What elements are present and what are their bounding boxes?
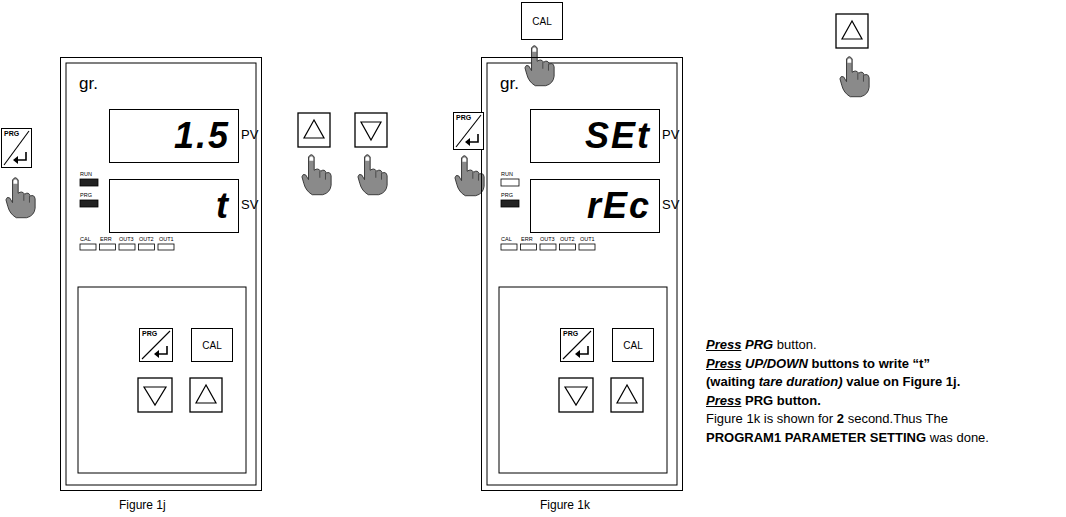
seven-segment-display: rEc bbox=[530, 179, 660, 233]
instruction-phrase: buttons to write “t” bbox=[812, 356, 930, 371]
up-button bbox=[611, 378, 643, 412]
led-label: RUN bbox=[501, 172, 513, 178]
prg-button: PRG bbox=[453, 112, 484, 150]
prg-button: PRG bbox=[1, 128, 32, 168]
cal-button: CAL bbox=[612, 328, 654, 362]
display-value: 1.5 bbox=[174, 116, 230, 156]
pointing-hand bbox=[525, 46, 554, 86]
seven-segment-display: SEt bbox=[530, 109, 660, 163]
button-label: PRG bbox=[456, 114, 471, 122]
led-label: OUT2 bbox=[560, 237, 575, 243]
up-button bbox=[298, 113, 330, 147]
panel-frame bbox=[66, 63, 256, 485]
led-label: PRG bbox=[80, 193, 92, 199]
display-tag: SV bbox=[241, 198, 258, 211]
pointing-hand bbox=[302, 155, 331, 195]
led-label: PRG bbox=[501, 193, 513, 199]
instruction-phrase: was done. bbox=[930, 430, 989, 445]
led-label: CAL bbox=[501, 237, 512, 243]
display-tag: PV bbox=[241, 128, 258, 141]
cal-button: CAL bbox=[521, 2, 563, 40]
down-button bbox=[355, 113, 387, 147]
panel-frame bbox=[487, 63, 677, 485]
prg-button: PRG bbox=[139, 328, 173, 362]
figure-caption: Figure 1k bbox=[540, 499, 590, 511]
display-tag: SV bbox=[662, 198, 679, 211]
figure-caption: Figure 1j bbox=[119, 499, 166, 511]
instruction-phrase: (waiting bbox=[706, 374, 755, 389]
button-label: PRG bbox=[142, 330, 157, 338]
display-value: rEc bbox=[587, 186, 651, 226]
button-label: PRG bbox=[4, 130, 19, 138]
instruction-phrase: button. bbox=[777, 337, 817, 352]
down-button bbox=[559, 378, 593, 412]
cal-button: CAL bbox=[191, 328, 233, 362]
unit-label: gr. bbox=[500, 74, 519, 94]
up-button bbox=[836, 14, 868, 48]
led-label: OUT3 bbox=[119, 237, 134, 243]
unit-label: gr. bbox=[79, 74, 98, 94]
instruction-phrase: Figure 1k is shown for bbox=[706, 411, 833, 426]
instruction-phrase: Press bbox=[706, 356, 741, 371]
display-value: SEt bbox=[585, 116, 651, 156]
display-tag: PV bbox=[662, 128, 679, 141]
led-label: CAL bbox=[80, 237, 91, 243]
button-label: CAL bbox=[613, 340, 653, 351]
controller-panel: gr.1.5tPRGCAL bbox=[60, 57, 262, 491]
pointing-hand bbox=[358, 155, 387, 195]
led-label: OUT3 bbox=[540, 237, 555, 243]
up-button bbox=[190, 378, 222, 412]
button-label: PRG bbox=[563, 330, 578, 338]
instruction-phrase: value on Figure 1j. bbox=[846, 374, 960, 389]
instruction-phrase: Press bbox=[706, 393, 741, 408]
button-label: CAL bbox=[522, 16, 562, 27]
down-button bbox=[138, 378, 172, 412]
instruction-phrase: tare duration) bbox=[759, 374, 843, 389]
seven-segment-display: t bbox=[109, 179, 239, 233]
led-label: ERR bbox=[100, 237, 112, 243]
instruction-phrase: PRG button. bbox=[745, 393, 821, 408]
pointing-hand bbox=[6, 178, 35, 218]
instruction-phrase: 2 bbox=[837, 411, 844, 426]
instruction-phrase: second.Thus The bbox=[848, 411, 948, 426]
display-value: t bbox=[216, 186, 230, 226]
button-label: CAL bbox=[192, 340, 232, 351]
controller-panel: gr.SEtrEcPRGCAL bbox=[481, 57, 683, 491]
led-label: OUT1 bbox=[580, 237, 595, 243]
instruction-phrase: Press bbox=[706, 337, 741, 352]
prg-button: PRG bbox=[560, 328, 594, 362]
pointing-hand bbox=[455, 156, 484, 196]
instruction-phrase: PROGRAM1 PARAMETER SETTING bbox=[706, 430, 926, 445]
led-label: RUN bbox=[80, 172, 92, 178]
pointing-hand bbox=[840, 57, 869, 97]
led-label: OUT1 bbox=[159, 237, 174, 243]
led-label: ERR bbox=[521, 237, 533, 243]
instruction-phrase: PRG bbox=[745, 337, 773, 352]
seven-segment-display: 1.5 bbox=[109, 109, 239, 163]
led-label: OUT2 bbox=[139, 237, 154, 243]
instruction-phrase: UP/DOWN bbox=[745, 356, 808, 371]
instruction-text: Press PRG button. Press UP/DOWN buttons t… bbox=[706, 336, 1051, 447]
